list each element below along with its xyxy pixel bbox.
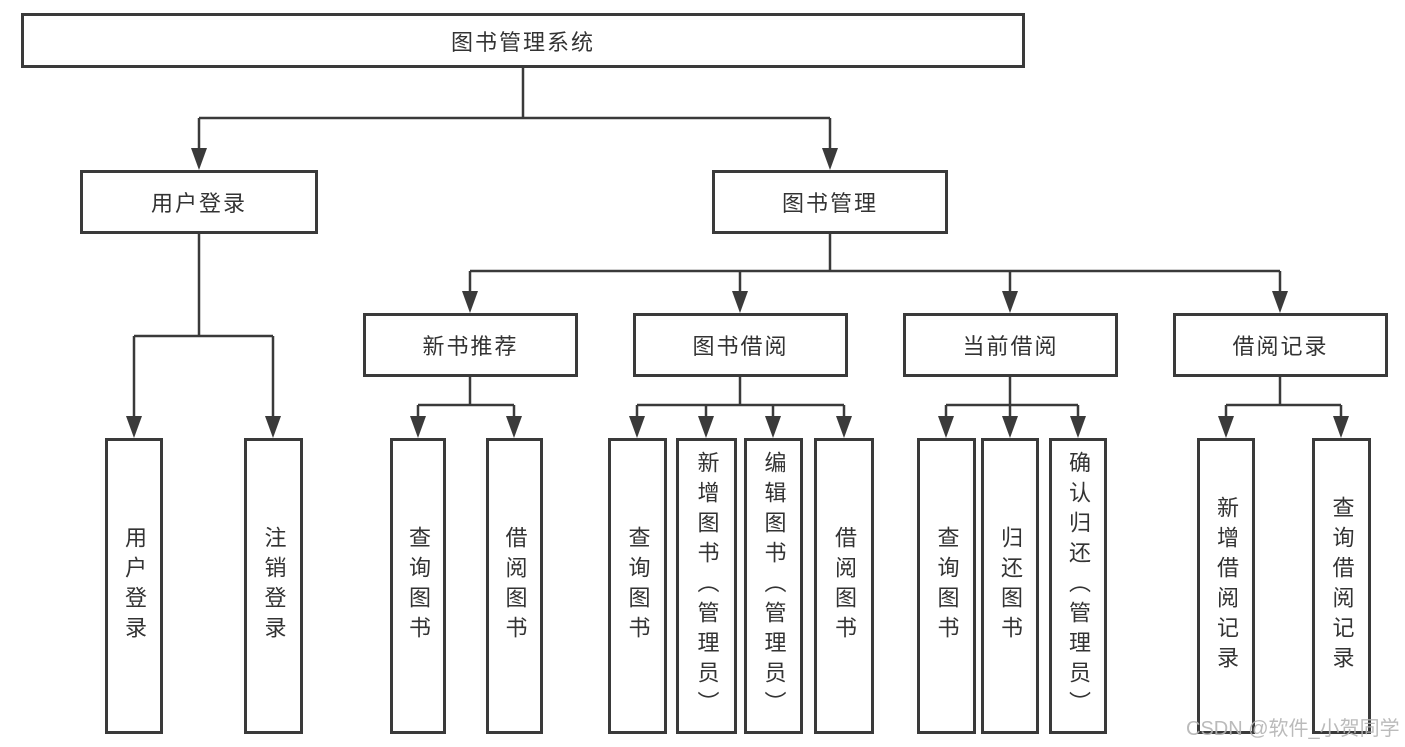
node-label: 新增借阅记录 xyxy=(1214,496,1239,676)
node-label: 注销登录 xyxy=(261,526,287,646)
node-label: 编辑图书（管理员） xyxy=(761,451,787,721)
node-label: 确认归还（管理员） xyxy=(1066,451,1091,721)
leaf-add-book-admin: 新增图书（管理员） xyxy=(676,438,737,734)
node-borrowing-records: 借阅记录 xyxy=(1173,313,1388,377)
node-label: 查询图书 xyxy=(934,526,960,646)
node-label: 用户登录 xyxy=(150,191,247,216)
csdn-watermark: CSDN @软件_小贺同学 xyxy=(1186,718,1400,740)
leaf-return-books: 归还图书 xyxy=(981,438,1039,734)
leaf-confirm-return-admin: 确认归还（管理员） xyxy=(1049,438,1107,734)
leaf-edit-book-admin: 编辑图书（管理员） xyxy=(744,438,803,734)
tree-edges xyxy=(132,68,1343,420)
node-label: 用户登录 xyxy=(122,526,147,646)
node-label: 借阅图书 xyxy=(832,526,857,646)
node-label: 图书管理系统 xyxy=(450,29,595,55)
leaf-borrow-books-2: 借阅图书 xyxy=(814,438,874,734)
node-current-borrowing: 当前借阅 xyxy=(903,313,1118,377)
node-label: 图书管理 xyxy=(781,191,878,216)
node-book-borrowing: 图书借阅 xyxy=(633,313,848,377)
node-label: 查询图书 xyxy=(625,526,651,646)
node-label: 新书推荐 xyxy=(422,334,519,359)
leaf-add-borrow-record: 新增借阅记录 xyxy=(1197,438,1255,734)
node-label: 借阅记录 xyxy=(1232,334,1329,359)
node-label: 查询图书 xyxy=(406,526,431,646)
node-library-management-system: 图书管理系统 xyxy=(21,13,1025,68)
node-new-book-recommend: 新书推荐 xyxy=(363,313,578,377)
leaf-query-books-1: 查询图书 xyxy=(390,438,446,734)
node-label: 当前借阅 xyxy=(962,334,1059,359)
node-label: 查询借阅记录 xyxy=(1329,496,1355,676)
leaf-user-login: 用户登录 xyxy=(105,438,163,734)
node-label: 借阅图书 xyxy=(502,526,528,646)
node-book-management: 图书管理 xyxy=(712,170,948,234)
arrow-down-icon xyxy=(126,148,1349,438)
leaf-query-books-2: 查询图书 xyxy=(608,438,667,734)
node-label: 图书借阅 xyxy=(692,334,789,359)
node-label: 归还图书 xyxy=(998,526,1023,646)
leaf-borrow-books-1: 借阅图书 xyxy=(486,438,543,734)
leaf-query-borrow-record: 查询借阅记录 xyxy=(1312,438,1371,734)
node-user-login: 用户登录 xyxy=(80,170,318,234)
leaf-query-books-3: 查询图书 xyxy=(917,438,976,734)
leaf-logout: 注销登录 xyxy=(244,438,303,734)
node-label: 新增图书（管理员） xyxy=(694,451,720,721)
